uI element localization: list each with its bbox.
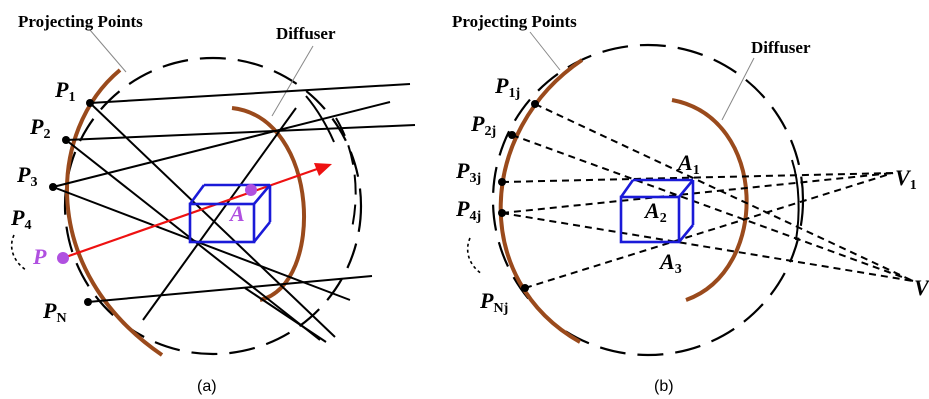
label-v1-b: V1: [895, 165, 917, 193]
point-a-a: [245, 184, 257, 196]
label-p-a: P: [32, 244, 47, 269]
rays-a: [52, 83, 416, 343]
rays-b: [501, 103, 914, 289]
projecting-points-label-b: Projecting Points: [452, 12, 577, 31]
point-p1j-b: [531, 100, 539, 108]
outer-dashed-circle-b: [491, 43, 805, 357]
label-a-a: A: [228, 201, 245, 226]
caption-b: (b): [654, 378, 674, 395]
small-dashed-arc-b: [791, 159, 800, 241]
caption-a: (a): [197, 378, 217, 395]
diffuser-label-b: Diffuser: [751, 38, 811, 57]
label-p3j-b: P3j: [455, 158, 481, 186]
label-pnj-b: PNj: [479, 288, 508, 316]
label-p1-a: P1: [54, 77, 75, 105]
cube-a: [188, 183, 272, 244]
outer-dashed-circle-a: [63, 56, 363, 356]
label-p4j-b: P4j: [455, 196, 481, 224]
label-p2-a: P2: [29, 114, 50, 142]
red-ray-a: [62, 166, 321, 260]
cube-b: [619, 178, 695, 244]
diffuser-arc-b: [671, 98, 749, 302]
ellipsis-curve-b: [466, 237, 483, 275]
point-p3j-b: [498, 178, 506, 186]
panel-a: Projecting Points Diffuser P1 P2 P3 P4 P…: [10, 12, 416, 395]
diffuser-pointer-a: [271, 45, 314, 117]
point-p4j-b: [498, 209, 506, 217]
panel-b: Projecting Points Diffuser P1j P2j P3j P…: [452, 12, 929, 395]
label-p2j-b: P2j: [470, 111, 496, 139]
label-pn-a: PN: [42, 298, 67, 326]
point-pnj-b: [521, 284, 529, 292]
projecting-points-arc-a: [65, 68, 164, 357]
projecting-points-label-a: Projecting Points: [18, 12, 143, 31]
red-arrowhead-a: [314, 163, 332, 176]
label-a1-b: A1: [676, 150, 700, 178]
label-v2-b: V: [914, 275, 929, 300]
small-dashed-arc-a1: [335, 117, 357, 229]
projecting-points-pointer-a: [89, 29, 127, 73]
point-p2-a: [62, 136, 70, 144]
label-p4-a: P4: [10, 205, 31, 233]
label-p3-a: P3: [16, 162, 37, 190]
label-a3-b: A3: [658, 249, 682, 277]
projecting-points-pointer-b: [529, 31, 561, 71]
point-p2j-b: [508, 131, 516, 139]
point-p-a: [57, 252, 69, 264]
projecting-points-arc-b: [498, 58, 584, 344]
point-p1-a: [86, 99, 94, 107]
point-p3-a: [49, 183, 57, 191]
point-pn-a: [84, 298, 92, 306]
label-a2-b: A2: [643, 198, 667, 226]
diffuser-label-a: Diffuser: [276, 24, 336, 43]
ellipsis-curve-a: [10, 234, 27, 271]
diffuser-pointer-b: [721, 57, 755, 121]
label-p1j-b: P1j: [494, 73, 520, 101]
